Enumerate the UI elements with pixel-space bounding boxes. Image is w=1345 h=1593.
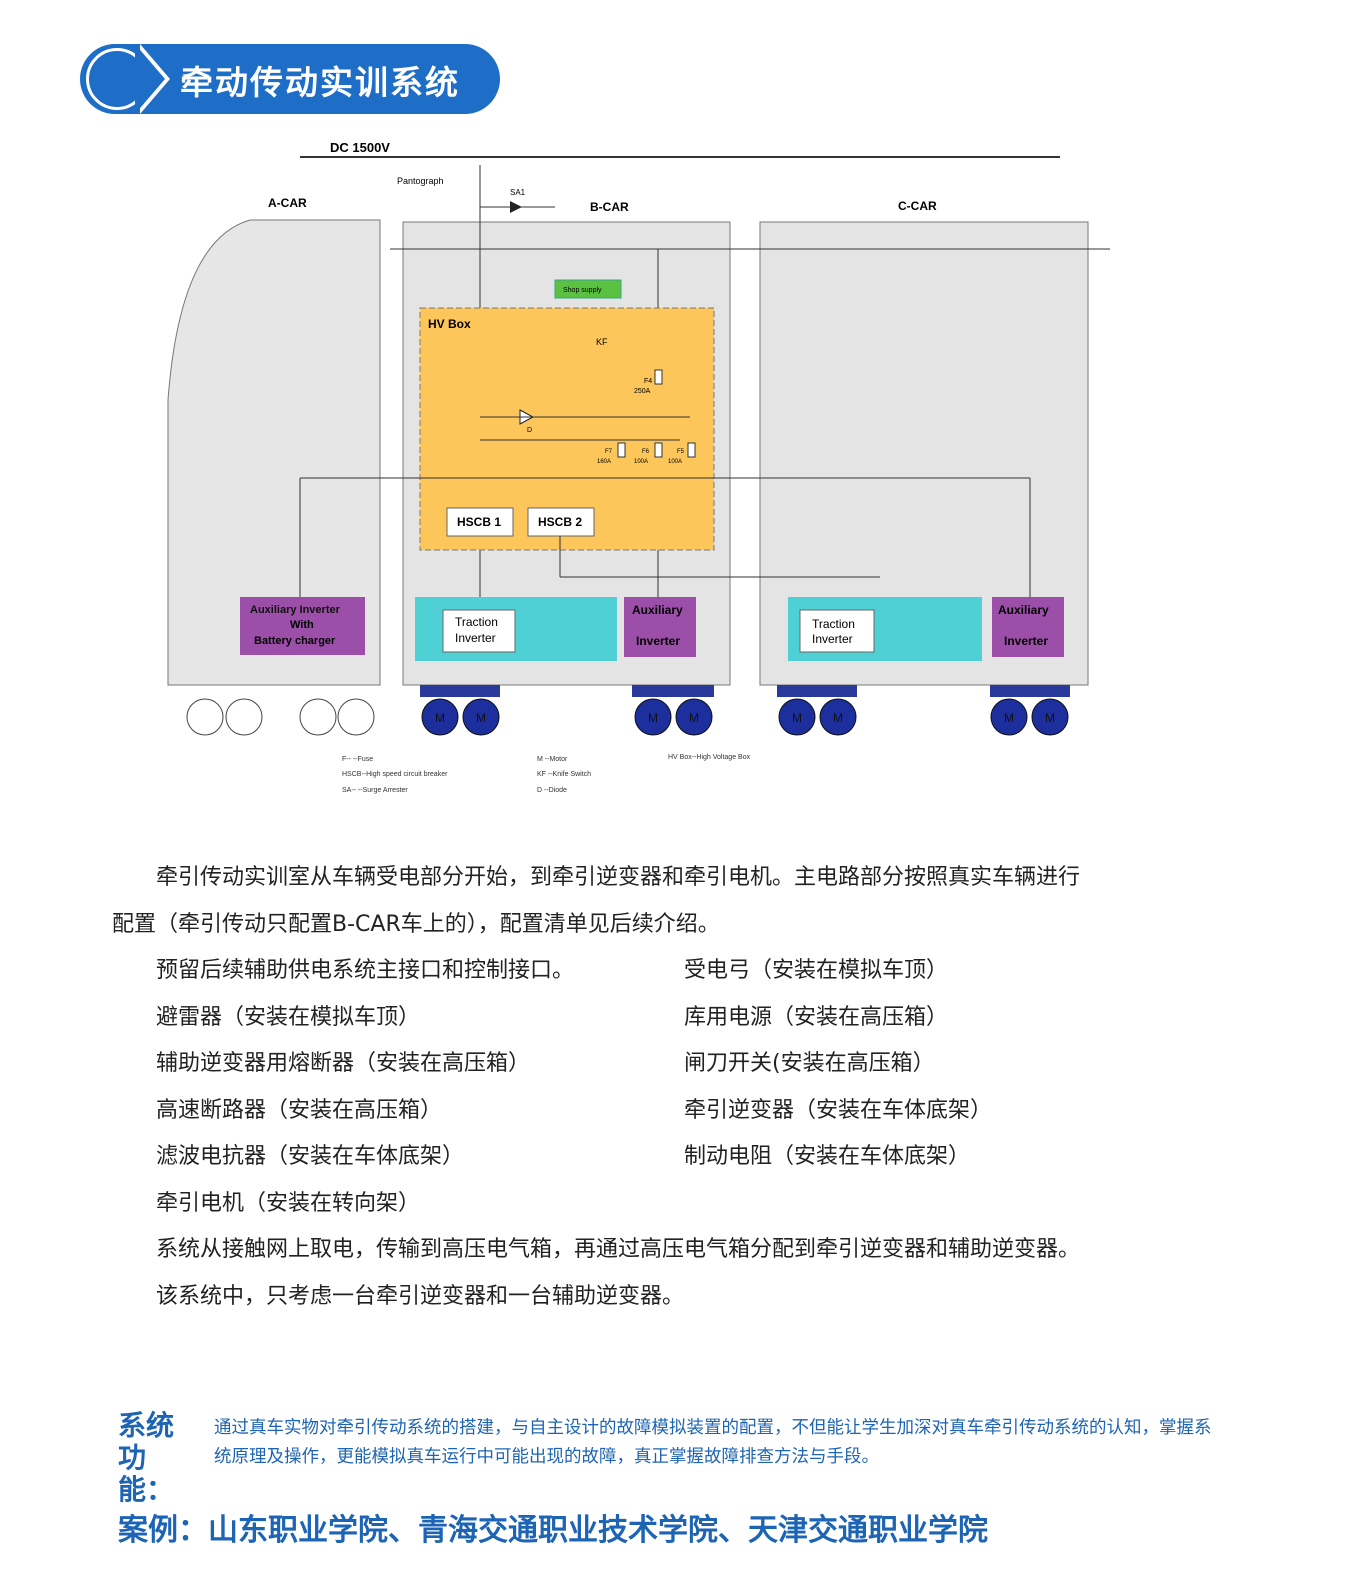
function-text: 通过真车实物对牵引传动系统的搭建，与自主设计的故障模拟装置的配置，不但能让学生加… xyxy=(214,1418,1212,1467)
legend-motor: M --Motor xyxy=(537,756,568,763)
config-item: 受电弓（安装在模拟车顶） xyxy=(684,958,949,983)
aux-c-line1: Auxiliary xyxy=(998,603,1049,617)
function-label: 系统功能： xyxy=(118,1409,175,1506)
f6-label: F6 xyxy=(642,449,650,455)
aux-b-line1: Auxiliary xyxy=(632,603,683,617)
aux-inverter-c xyxy=(992,597,1064,657)
f6-rating: 100A xyxy=(634,459,648,465)
page-title: 牵动传动实训系统 xyxy=(180,63,460,102)
hscb1-label: HSCB 1 xyxy=(457,515,501,529)
config-item: 预留后续辅助供电系统主接口和控制接口。 xyxy=(156,958,575,983)
aux-c-line2: Inverter xyxy=(1004,634,1048,648)
paragraph-2: 系统从接触网上取电，传输到高压电气箱，再通过高压电气箱分配到牵引逆变器和辅助逆变… xyxy=(156,1237,1081,1262)
motor-label: M xyxy=(792,711,802,725)
f5-label: F5 xyxy=(677,449,685,455)
f5-rating: 100A xyxy=(668,459,682,465)
config-item: 滤波电抗器（安装在车体底架） xyxy=(156,1144,465,1169)
a-car-label: A-CAR xyxy=(268,196,307,210)
paragraph-1b: 配置（牵引传动只配置B-CAR车上的），配置清单见后续介绍。 xyxy=(112,911,720,937)
config-row: 高速断路器（安装在高压箱） 牵引逆变器（安装在车体底架） xyxy=(112,1088,1222,1135)
motor-label: M xyxy=(476,711,486,725)
config-item: 制动电阻（安装在车体底架） xyxy=(684,1144,971,1169)
traction-b-line1: Traction xyxy=(455,615,498,629)
b-car-label: B-CAR xyxy=(590,200,629,214)
aux-batt-line3: Battery charger xyxy=(254,635,336,647)
legend-hvbox: HV Box--High Voltage Box xyxy=(668,754,751,761)
shop-supply-label: Shop supply xyxy=(563,287,602,294)
motor-label: M xyxy=(1004,711,1014,725)
paragraph-1: 牵引传动实训室从车辆受电部分开始，到牵引逆变器和牵引电机。主电路部分按照真实车辆… xyxy=(156,865,1081,890)
case-list: 案例：山东职业学院、青海交通职业技术学院、天津交通职业学院 xyxy=(118,1513,988,1548)
motor-label: M xyxy=(689,711,699,725)
motor-label: M xyxy=(1045,711,1055,725)
paragraph-3: 该系统中，只考虑一台牵引逆变器和一台辅助逆变器。 xyxy=(156,1283,685,1309)
motor-label: M xyxy=(435,711,445,725)
aux-inverter-b xyxy=(624,597,696,657)
f4-label: F4 xyxy=(644,378,652,385)
config-row: 滤波电抗器（安装在车体底架） 制动电阻（安装在车体底架） xyxy=(112,1134,1222,1181)
legend-diode: D --Diode xyxy=(537,787,567,794)
kf-label: KF xyxy=(596,337,608,347)
aux-b-line2: Inverter xyxy=(636,634,680,648)
aux-inverter-battery-a xyxy=(240,597,365,655)
hscb2-label: HSCB 2 xyxy=(538,515,582,529)
config-row: 辅助逆变器用熔断器（安装在高压箱） 闸刀开关(安装在高压箱） xyxy=(112,1041,1222,1088)
legend-hscb: HSCB--High speed circuit breaker xyxy=(342,771,448,778)
config-item: 闸刀开关(安装在高压箱） xyxy=(684,1051,935,1076)
chevron-inner xyxy=(135,44,165,114)
hv-box-label: HV Box xyxy=(428,317,471,331)
config-item: 避雷器（安装在模拟车顶） xyxy=(156,1004,421,1030)
f7-rating: 160A xyxy=(597,459,611,465)
aux-batt-line2: With xyxy=(290,619,314,631)
sa-label: SA1 xyxy=(510,188,526,197)
config-row: 避雷器（安装在模拟车顶） 库用电源（安装在高压箱） xyxy=(112,995,1222,1042)
config-item: 牵引逆变器（安装在车体底架） xyxy=(684,1097,993,1123)
c-car-label: C-CAR xyxy=(898,199,937,213)
dc-label: DC 1500V xyxy=(330,140,390,155)
config-row: 预留后续辅助供电系统主接口和控制接口。 受电弓（安装在模拟车顶） xyxy=(112,948,1222,995)
aux-batt-line1: Auxiliary Inverter xyxy=(250,604,341,616)
config-row: 牵引电机（安装在转向架） xyxy=(112,1181,1222,1228)
legend-fuse: F-- --Fuse xyxy=(342,756,373,763)
motor-label: M xyxy=(648,711,658,725)
traction-b-line2: Inverter xyxy=(455,631,496,645)
f4-rating: 250A xyxy=(634,388,651,395)
f7-label: F7 xyxy=(605,449,613,455)
traction-c-line2: Inverter xyxy=(812,632,853,646)
diode-label: D xyxy=(527,427,532,434)
description: 牵引传动实训室从车辆受电部分开始，到牵引逆变器和牵引电机。主电路部分按照真实车辆… xyxy=(112,855,1222,1320)
config-item: 牵引电机（安装在转向架） xyxy=(156,1190,421,1216)
traction-circuit-diagram: DC 1500V Pantograph SA1 A-CAR B-CAR C-CA… xyxy=(167,140,1110,794)
config-item: 库用电源（安装在高压箱） xyxy=(684,1004,949,1030)
legend-sa: SA-- --Surge Arrester xyxy=(342,787,408,794)
traction-c-line1: Traction xyxy=(812,617,855,631)
title-banner: 牵动传动实训系统 xyxy=(80,44,500,114)
pantograph-label: Pantograph xyxy=(397,176,444,186)
config-item: 辅助逆变器用熔断器（安装在高压箱） xyxy=(156,1051,531,1076)
legend-kf: KF --Knife Switch xyxy=(537,771,591,778)
config-item: 高速断路器（安装在高压箱） xyxy=(156,1097,443,1123)
motor-label: M xyxy=(833,711,843,725)
